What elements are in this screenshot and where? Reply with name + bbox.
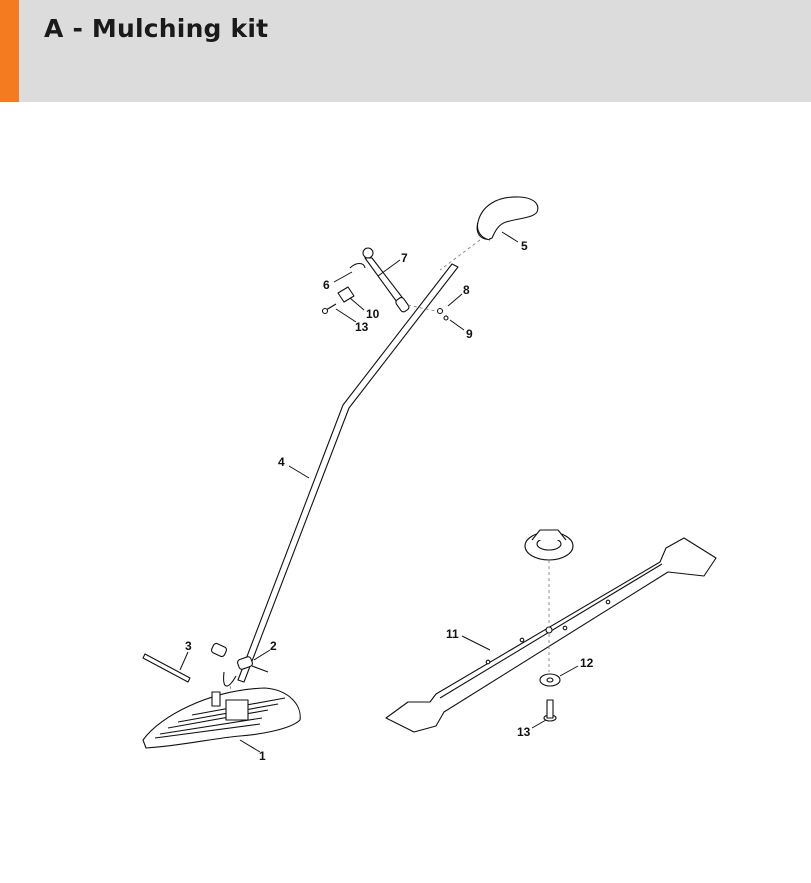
part-3-pin	[142, 653, 191, 683]
blade-adapter	[524, 529, 574, 561]
callout-3: 3	[185, 639, 192, 653]
part-5-grip	[439, 196, 539, 271]
callout-13-lower: 13	[517, 725, 531, 739]
callout-13-upper: 13	[355, 320, 369, 334]
callout-7: 7	[401, 251, 408, 265]
callout-5: 5	[521, 239, 528, 253]
page-title: A - Mulching kit	[44, 14, 269, 43]
part-2-spring	[210, 642, 269, 673]
part-6-clip	[349, 262, 366, 269]
page-header: A - Mulching kit	[0, 0, 811, 102]
part-12-washer	[539, 673, 561, 687]
part-4-rod	[223, 263, 459, 687]
callout-2: 2	[270, 639, 277, 653]
leader-lines	[179, 231, 579, 753]
callout-8: 8	[463, 283, 470, 297]
callout-11: 11	[446, 627, 459, 641]
part-13-blade-bolt	[543, 699, 557, 722]
callout-10: 10	[366, 307, 380, 321]
part-9-nut	[443, 315, 449, 321]
callout-9: 9	[466, 327, 473, 341]
part-8-washer	[436, 307, 444, 315]
callout-4: 4	[278, 455, 285, 469]
callout-12: 12	[580, 656, 594, 670]
header-accent-bar	[0, 0, 19, 102]
part-13-small-screw	[321, 303, 337, 315]
part-11-blade	[385, 537, 717, 733]
callout-6: 6	[323, 278, 330, 292]
part-7-linkage	[362, 247, 441, 313]
part-1-mulching-plug	[142, 687, 301, 749]
callout-1: 1	[259, 749, 266, 763]
